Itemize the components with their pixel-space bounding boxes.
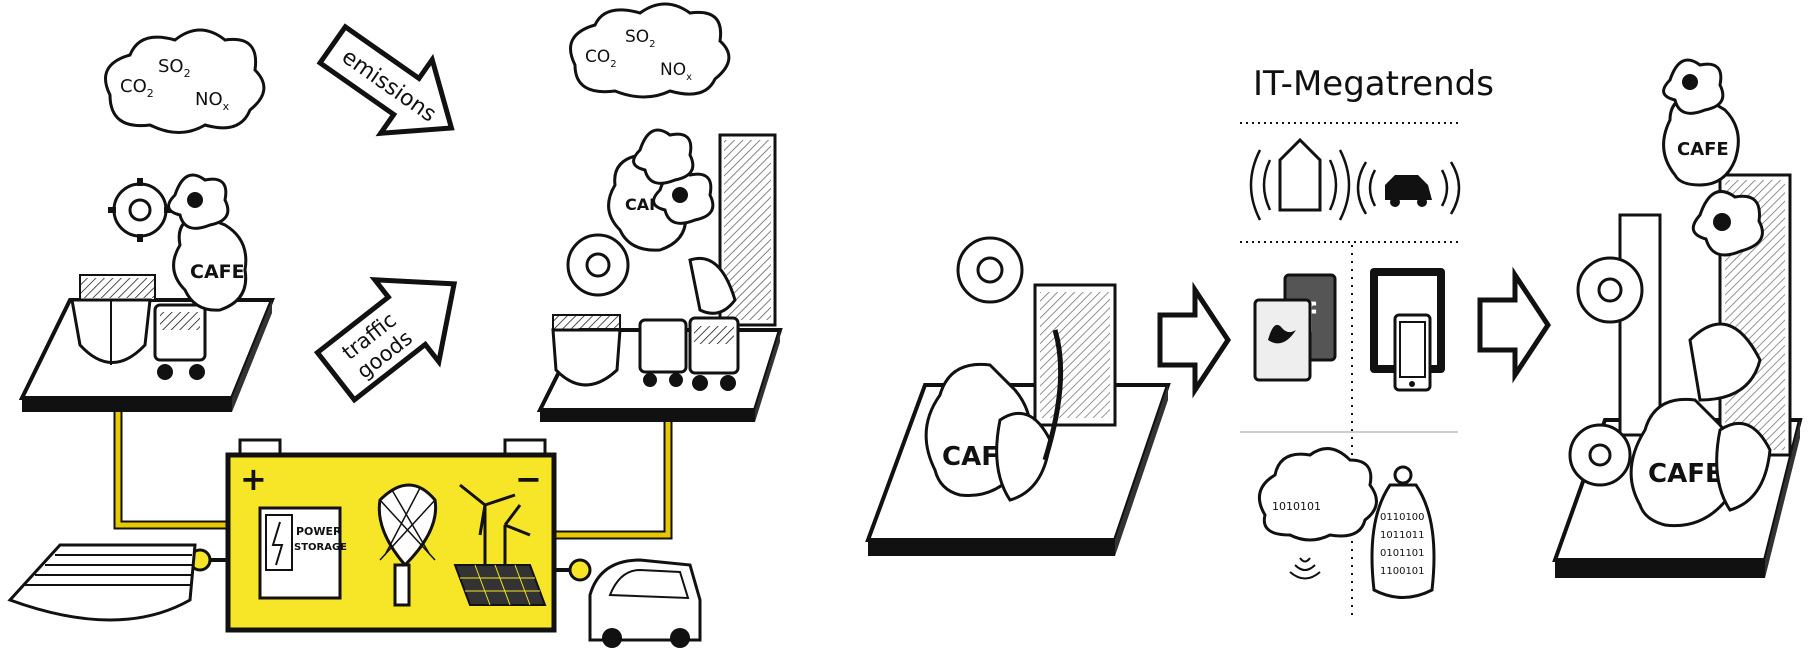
cafe-bag-label: CAFE (190, 261, 245, 283)
cafe-bag-label-5: CAFE (1648, 459, 1723, 489)
cafe-bag-label-4: CAFE (1677, 139, 1729, 160)
cloud-binary-text: 1010101 (1272, 500, 1321, 513)
power-storage-label-2: STORAGE (294, 542, 347, 553)
cruise-ship (10, 545, 195, 620)
smart-home-icon (1251, 140, 1349, 220)
emissions-cloud-right: CO2 SO2 NOx (571, 4, 729, 97)
tag-binary-2: 1011011 (1380, 530, 1425, 541)
tag-binary-3: 0101101 (1380, 548, 1425, 559)
traffic-goods-arrow: traffic goods (304, 243, 486, 417)
battery-plus: + (240, 460, 267, 498)
tag-binary-1: 0110100 (1380, 512, 1425, 523)
social-media-icon: f (1255, 275, 1335, 380)
data-cloud-icon: 1010101 (1259, 449, 1376, 579)
mobile-devices-icon (1370, 268, 1445, 390)
it-megatrends-title: IT-Megatrends (1253, 64, 1494, 104)
flow-arrow-1 (1160, 290, 1228, 390)
emissions-arrow: emissions (307, 8, 477, 165)
goods-cluster-far-right: CAFE CAFE (1570, 60, 1790, 526)
power-storage-label-1: POWER (296, 525, 342, 538)
electric-car (590, 560, 700, 648)
data-tag-icon: 0110100 1011011 0101101 1100101 (1372, 467, 1434, 598)
emissions-cloud-left: CO2 SO2 NOx (106, 30, 264, 133)
connected-car-icon (1358, 162, 1459, 214)
flow-arrow-2 (1480, 275, 1548, 375)
battery-minus: − (515, 460, 542, 498)
tag-binary-4: 1100101 (1380, 566, 1425, 577)
battery: + − POWER STORAGE (228, 440, 554, 630)
